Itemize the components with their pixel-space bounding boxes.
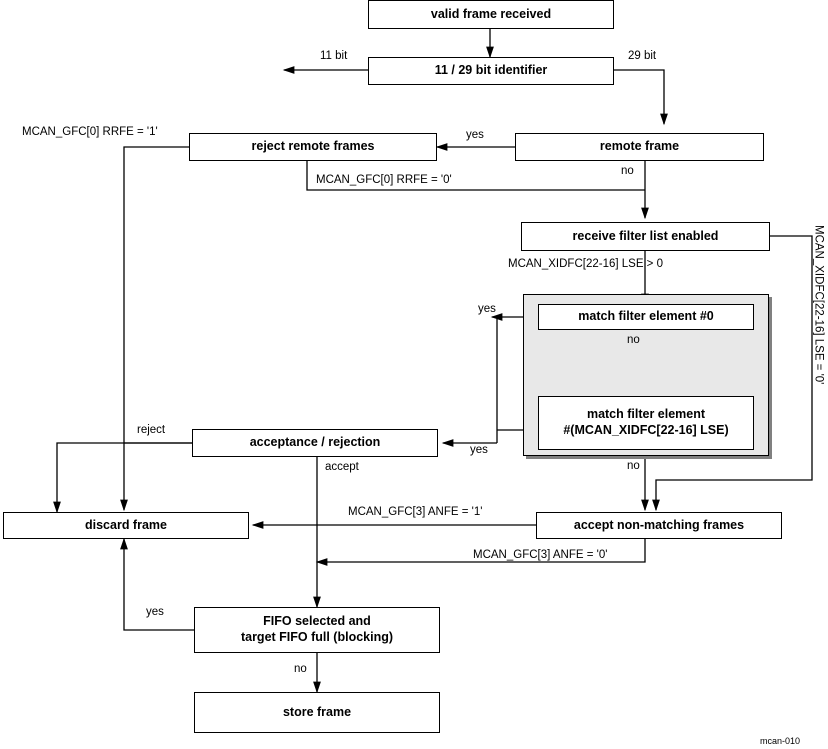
- edge-label-gfc0-rrfe-1: MCAN_GFC[0] RRFE = '1': [22, 126, 158, 138]
- node-label: acceptance / rejection: [249, 435, 381, 450]
- node-discard-frame: discard frame: [3, 512, 249, 539]
- node-label-line1: match filter element: [586, 407, 706, 422]
- node-label-line2: target FIFO full (blocking): [240, 630, 394, 644]
- edge-label-29-bit: 29 bit: [628, 50, 657, 62]
- node-identifier: 11 / 29 bit identifier: [368, 57, 614, 85]
- node-fifo-selected-target-full: FIFO selected and target FIFO full (bloc…: [194, 607, 440, 653]
- node-accept-non-matching-frames: accept non-matching frames: [536, 512, 782, 539]
- edge-label-anfe-1: MCAN_GFC[3] ANFE = '1': [348, 506, 483, 518]
- node-reject-remote-frames: reject remote frames: [189, 133, 437, 161]
- node-match-filter-element-last: match filter element #(MCAN_XIDFC[22-16]…: [538, 396, 754, 450]
- edge-label-yes-match-first: yes: [478, 303, 496, 315]
- node-label: remote frame: [599, 139, 680, 154]
- node-receive-filter-list-enabled: receive filter list enabled: [521, 222, 770, 251]
- edge-label-no-remote: no: [621, 165, 634, 177]
- node-label: match filter element #0: [578, 309, 714, 324]
- edge-label-yes-fifo: yes: [146, 606, 164, 618]
- node-match-filter-element-0: match filter element #0: [538, 304, 754, 330]
- edge-label-gfc0-rrfe-0: MCAN_GFC[0] RRFE = '0': [316, 174, 452, 186]
- node-label: store frame: [282, 704, 352, 719]
- node-label: discard frame: [85, 517, 167, 532]
- edge-label-no-fifo: no: [294, 663, 307, 675]
- edge-label-yes-match-last: yes: [470, 444, 488, 456]
- node-label: 11 / 29 bit identifier: [434, 63, 548, 78]
- edge-label-no-match-first: no: [627, 334, 640, 346]
- node-label: receive filter list enabled: [572, 228, 719, 243]
- node-remote-frame: remote frame: [515, 133, 764, 161]
- node-label: accept non-matching frames: [573, 517, 745, 532]
- node-label-line1: FIFO selected and: [263, 614, 371, 629]
- edge-label-no-match-last: no: [627, 460, 640, 472]
- edge-label-accept: accept: [325, 461, 359, 473]
- edge-label-xidfc-lse-gt-0: MCAN_XIDFC[22-16] LSE > 0: [508, 258, 663, 270]
- node-valid-frame-received: valid frame received: [368, 0, 614, 29]
- node-label-line2: #(MCAN_XIDFC[22-16] LSE): [563, 423, 729, 437]
- edge-label-anfe-0: MCAN_GFC[3] ANFE = '0': [473, 549, 608, 561]
- edge-label-reject: reject: [137, 424, 166, 436]
- edge-label-yes-remote: yes: [466, 129, 484, 141]
- node-store-frame: store frame: [194, 692, 440, 733]
- node-label: reject remote frames: [251, 139, 375, 154]
- node-label: valid frame received: [430, 6, 552, 21]
- edge-label-11-bit: 11 bit: [320, 50, 348, 62]
- node-acceptance-rejection: acceptance / rejection: [192, 429, 438, 457]
- figure-id: mcan-010: [760, 736, 801, 746]
- edge-label-xidfc-lse-0: MCAN_XIDFC[22-16] LSE = '0': [812, 225, 825, 385]
